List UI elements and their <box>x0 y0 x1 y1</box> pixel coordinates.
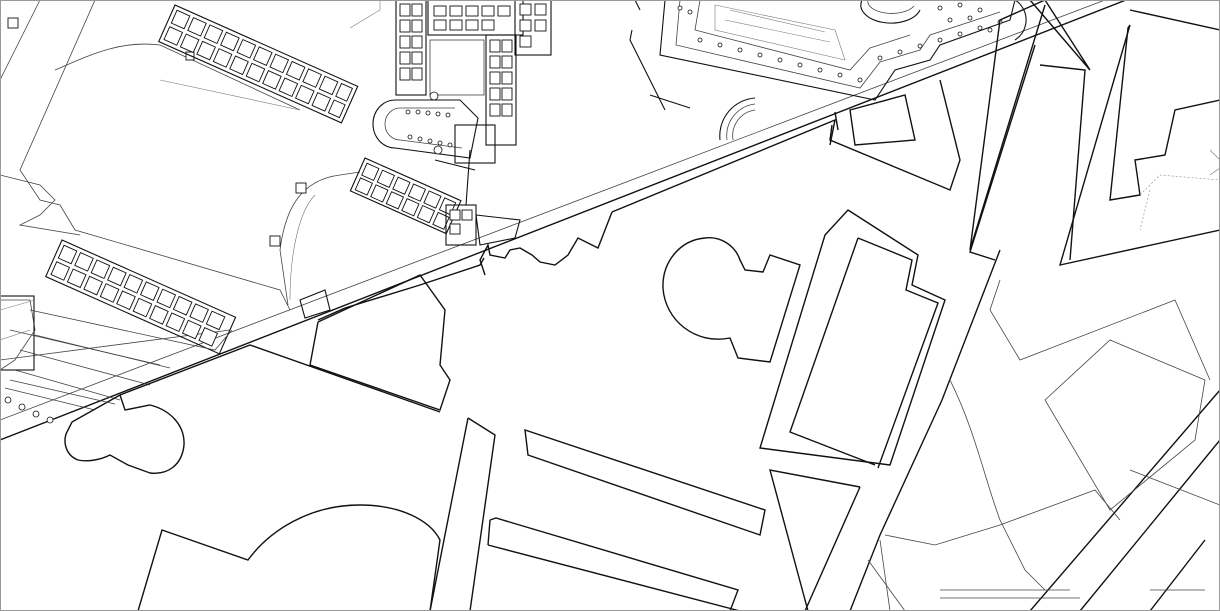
bottom-right-lines <box>849 249 1220 611</box>
courtyard-complex <box>395 0 552 146</box>
building-wing-upper <box>158 4 359 124</box>
colonnade-forum <box>629 0 1027 141</box>
road-side-buildings <box>0 204 521 424</box>
long-block-east <box>759 209 946 469</box>
keyhole-building <box>662 237 801 363</box>
basilica <box>372 91 496 206</box>
stepped-block <box>317 118 836 321</box>
triangular-block <box>829 44 1036 261</box>
building-wing-lower <box>45 239 237 355</box>
detail-lines <box>0 0 381 405</box>
right-parcels <box>969 0 1220 266</box>
building-wing-middle <box>349 157 462 235</box>
lower-parcels <box>64 274 861 611</box>
diagonal-road <box>0 0 1127 441</box>
left-boundary <box>0 0 361 411</box>
